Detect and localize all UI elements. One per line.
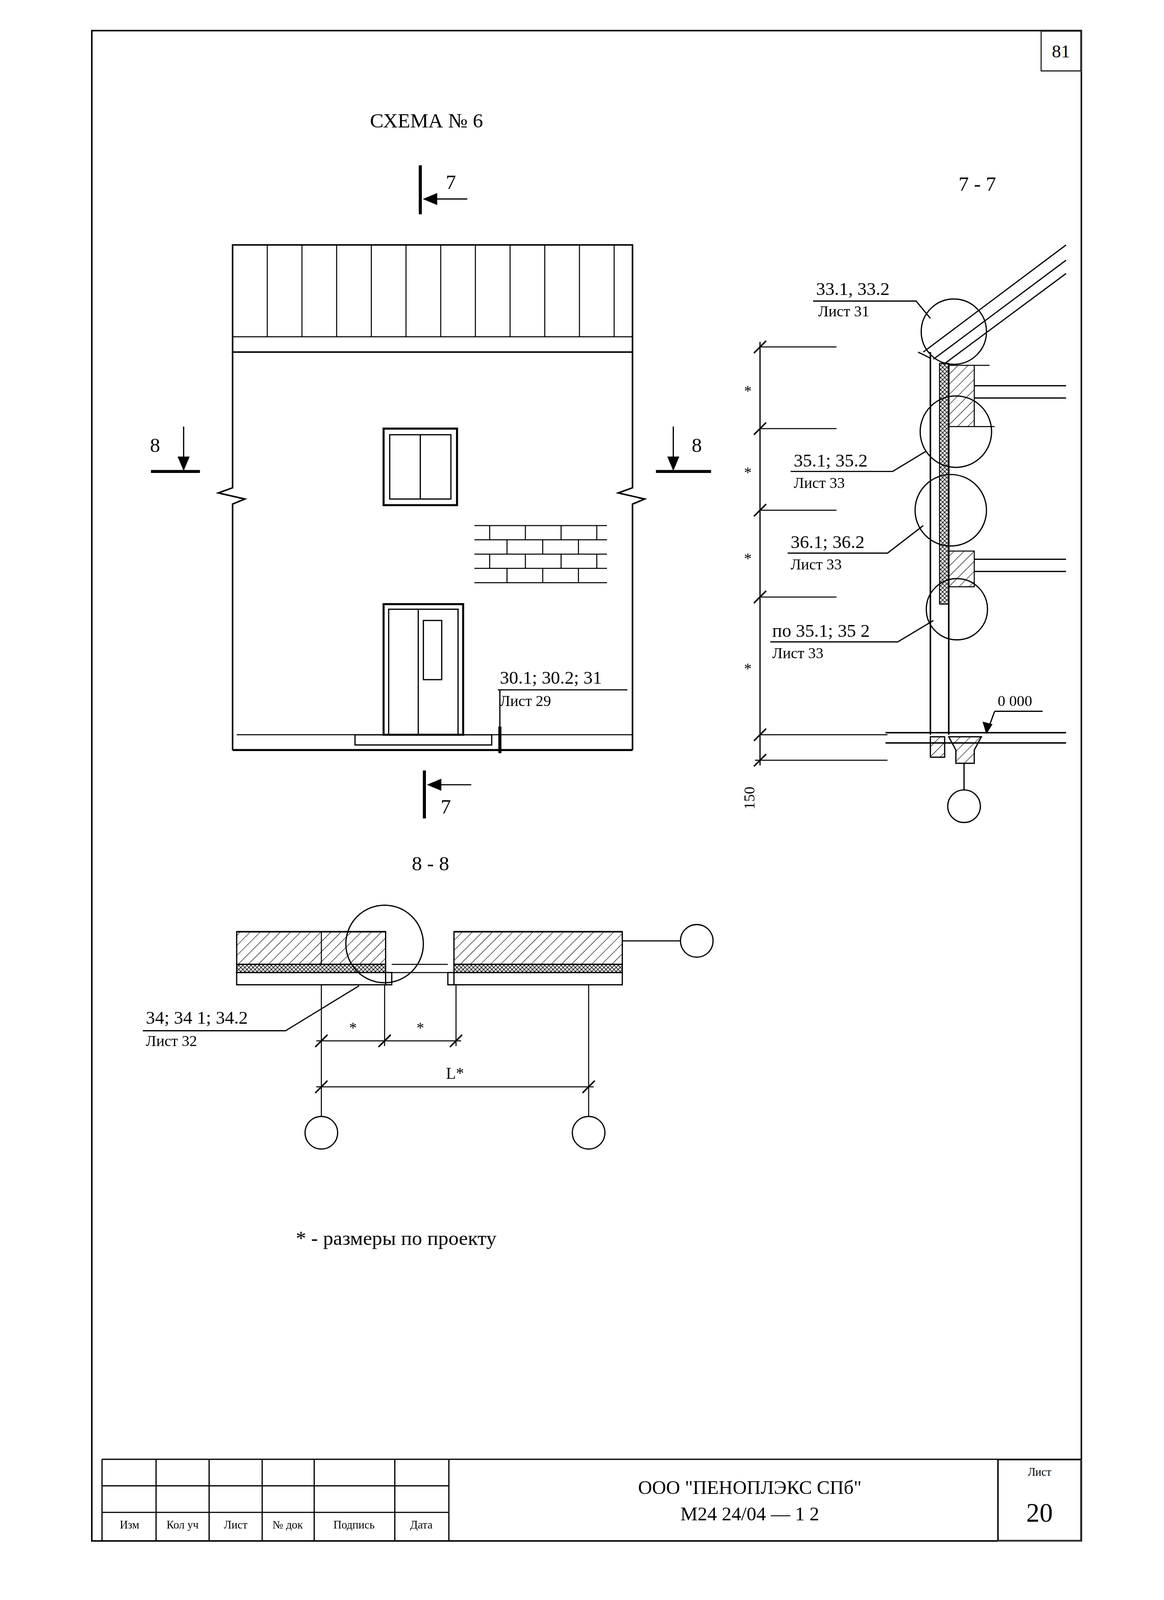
cell-text: Лист — [1027, 1466, 1052, 1478]
note: * - размеры по проекту — [295, 1227, 497, 1248]
dimension-mark: * — [743, 661, 752, 677]
company-name: ООО "ПЕНОПЛЭКС СПб" — [637, 1477, 862, 1497]
sheet-reference: Лист 33 — [772, 645, 824, 662]
detail-reference: по 35.1; 35 2 — [772, 621, 870, 640]
section-title: 8 - 8 — [411, 852, 450, 874]
dimension-mark: * — [743, 551, 752, 567]
cell-text: 81 — [1051, 41, 1070, 61]
dimension-value: L* — [445, 1065, 465, 1082]
table-cell: Кол уч — [166, 1518, 199, 1531]
document-code: М24 24/04 — 1 2 — [680, 1503, 820, 1524]
table-cell: Лист — [223, 1518, 248, 1531]
section-title: 7 - 7 — [958, 173, 997, 194]
dimension-mark: * — [349, 1020, 357, 1036]
sheet-number-cell: Лист 20 — [997, 1458, 1082, 1541]
table-cell: № док — [272, 1518, 304, 1531]
table-cell: Изм — [119, 1518, 140, 1531]
dimension-mark: * — [416, 1020, 425, 1036]
cell-value: 20 — [1026, 1499, 1053, 1527]
detail-reference: 35.1; 35.2 — [793, 450, 868, 470]
section-mark: 7 — [445, 171, 456, 193]
table-cell: Подпись — [333, 1518, 375, 1531]
sheet-title: СХЕМА № 6 — [369, 110, 483, 131]
level-mark: 0 000 — [997, 693, 1033, 709]
sheet-reference: Лист 29 — [500, 693, 552, 709]
dimension-mark: * — [743, 383, 752, 400]
sheet-reference: Лист 33 — [793, 475, 845, 491]
detail-reference: 34; 34 1; 34.2 — [146, 1007, 248, 1027]
sheet-reference: Лист 33 — [790, 556, 842, 573]
section-mark: 8 — [691, 434, 702, 456]
dimension-value: 150 — [742, 786, 758, 810]
sheet-reference: Лист 31 — [818, 303, 870, 320]
page-number-box: 81 — [1040, 30, 1082, 72]
sheet-reference: Лист 32 — [146, 1033, 198, 1049]
section-mark: 7 — [440, 795, 451, 817]
detail-reference: 36.1; 36.2 — [790, 532, 865, 551]
detail-reference: 30.1; 30.2; 31 — [500, 668, 603, 687]
detail-reference: 33.1, 33.2 — [816, 279, 890, 298]
section-mark: 8 — [150, 434, 161, 456]
table-cell: Дата — [409, 1518, 433, 1531]
dimension-mark: * — [743, 465, 752, 481]
